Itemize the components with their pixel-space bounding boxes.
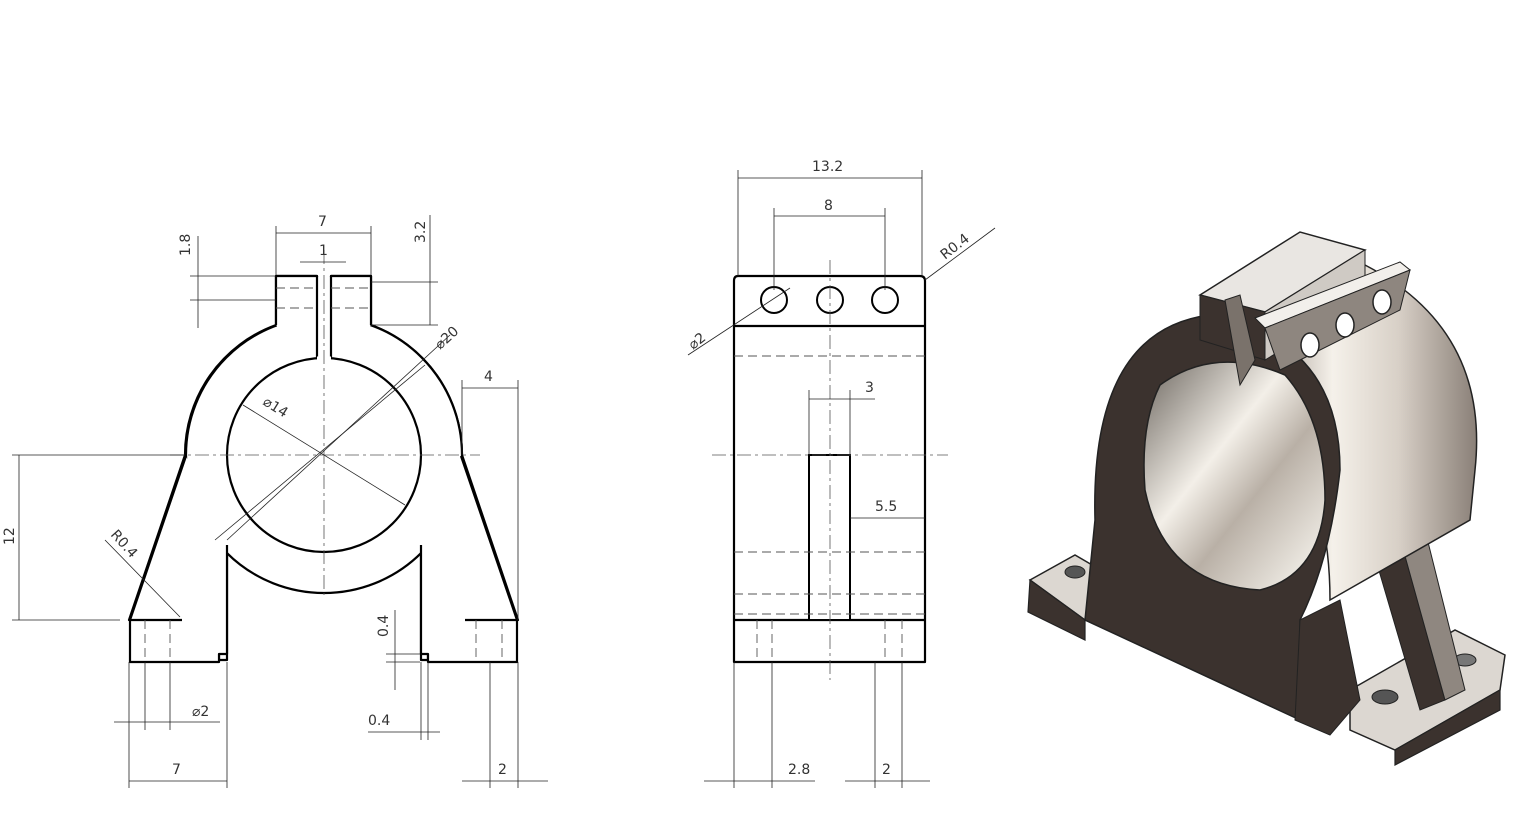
- dim-outer-diameter: ⌀20: [432, 324, 462, 353]
- dim-total-width: 13.2: [812, 159, 843, 175]
- dim-hole-span: 8: [824, 198, 833, 214]
- front-view: 7 1 1.8 3.2 ⌀20 ⌀14 4 12 R0.4 ⌀2: [2, 214, 548, 788]
- dim-step-height: 0.4: [376, 615, 392, 637]
- dim-base-end: 2: [882, 762, 891, 778]
- dim-top-width: 7: [318, 214, 327, 230]
- dim-base-width: 7: [172, 762, 181, 778]
- dim-slot-width: 1: [319, 243, 328, 259]
- dim-ear-total: 3.2: [413, 221, 429, 243]
- dim-ear-height: 1.8: [178, 234, 194, 256]
- side-view: 13.2 8 R0.4 ⌀2 3 5.5 2.8 2: [686, 159, 996, 788]
- dim-hole-diameter: ⌀2: [192, 704, 209, 720]
- dim-step-width: 0.4: [368, 713, 390, 729]
- dim-fillet: R0.4: [107, 527, 140, 562]
- dim-foot-end: 2: [498, 762, 507, 778]
- isometric-render-icon: [1027, 231, 1506, 766]
- dim-side-hole-diameter: ⌀2: [686, 330, 710, 353]
- dim-base-hole-offset: 2.8: [788, 762, 810, 778]
- dim-foot-width: 4: [484, 369, 493, 385]
- dim-corner-radius: R0.4: [938, 231, 973, 263]
- dim-height: 12: [2, 527, 18, 545]
- dim-slot-offset: 5.5: [875, 499, 897, 515]
- dim-slot-width-side: 3: [865, 380, 874, 396]
